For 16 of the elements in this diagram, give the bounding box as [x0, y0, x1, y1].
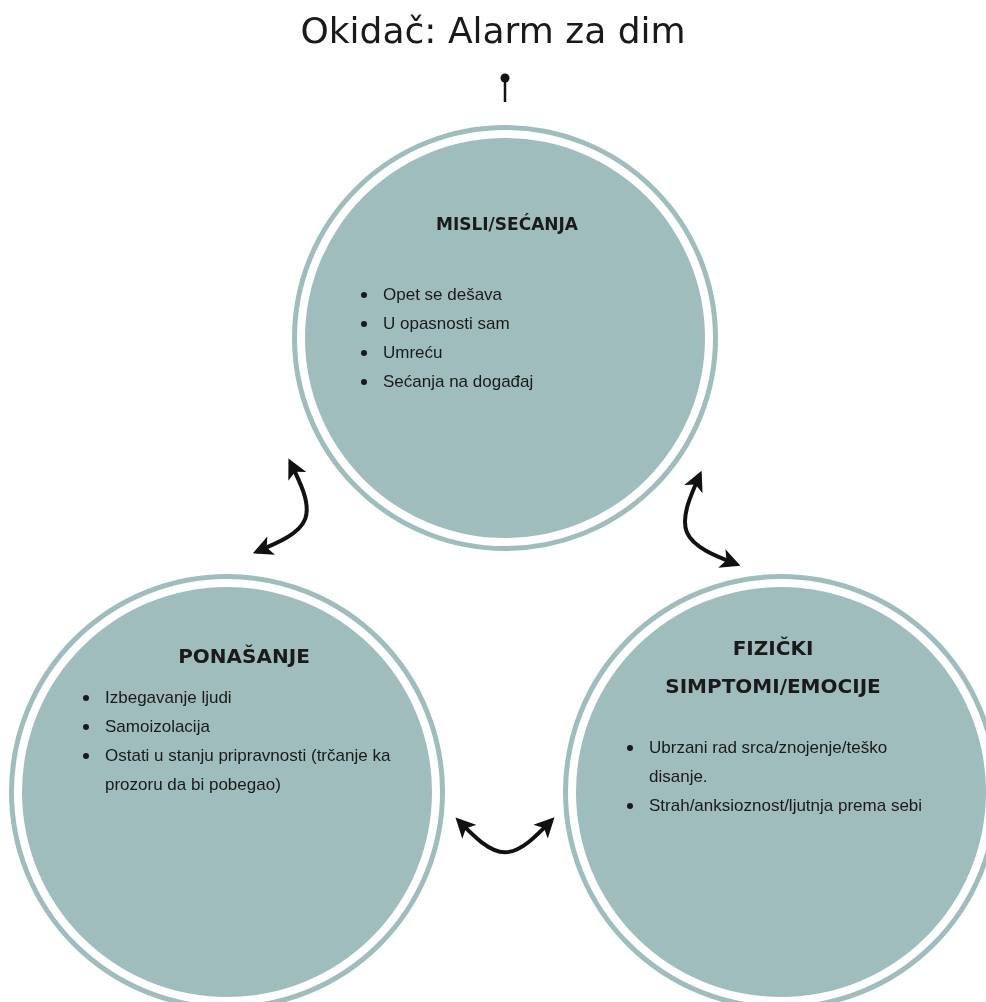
- bullet-item: U opasnosti sam: [357, 309, 657, 339]
- double-arrow: [455, 817, 555, 855]
- double-arrow: [252, 458, 309, 555]
- bullet-item: Ubrzani rad srca/znojenje/teško disanje.: [623, 733, 923, 791]
- bullet-item: Samoizolacija: [79, 712, 409, 741]
- bullet-item: Izbegavanje ljudi: [79, 683, 409, 712]
- bullet-item: Opet se dešava: [357, 280, 657, 310]
- bullet-item: Umreću: [357, 338, 657, 368]
- bullet-item: Ostati u stanju pripravnosti (trčanje ka prozoru da bi pobegao): [79, 741, 409, 799]
- circle-heading: MISLI/SEĆANJA: [434, 212, 580, 236]
- double-arrow: [683, 470, 741, 568]
- title: Okidač: Alarm za dim: [299, 10, 687, 51]
- bullet-item: Sećanja na događaj: [357, 367, 657, 397]
- circle-heading: PONAŠANJE: [177, 643, 311, 670]
- circle-heading: FIZIČKI SIMPTOMI/EMOCIJE: [664, 635, 882, 700]
- bullet-item: Strah/anksioznost/ljutnja prema sebi: [623, 791, 923, 820]
